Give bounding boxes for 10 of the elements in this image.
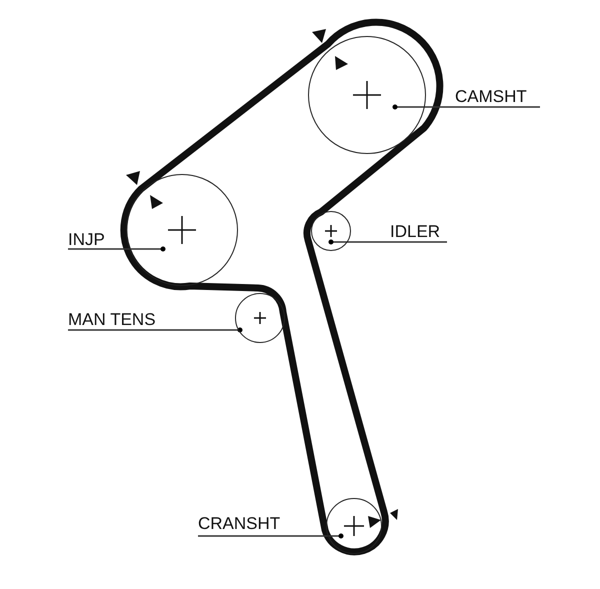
part-label: IDLER	[390, 222, 440, 241]
part-label: INJP	[68, 230, 105, 249]
part-label: CAMSHT	[455, 87, 527, 106]
leader-line	[68, 328, 242, 332]
leader-line	[392, 104, 540, 110]
leader-line	[198, 534, 344, 538]
leader-line	[328, 240, 447, 244]
part-label: CRANSHT	[198, 514, 280, 533]
leader-line	[68, 246, 166, 252]
part-label: MAN TENS	[68, 310, 156, 329]
